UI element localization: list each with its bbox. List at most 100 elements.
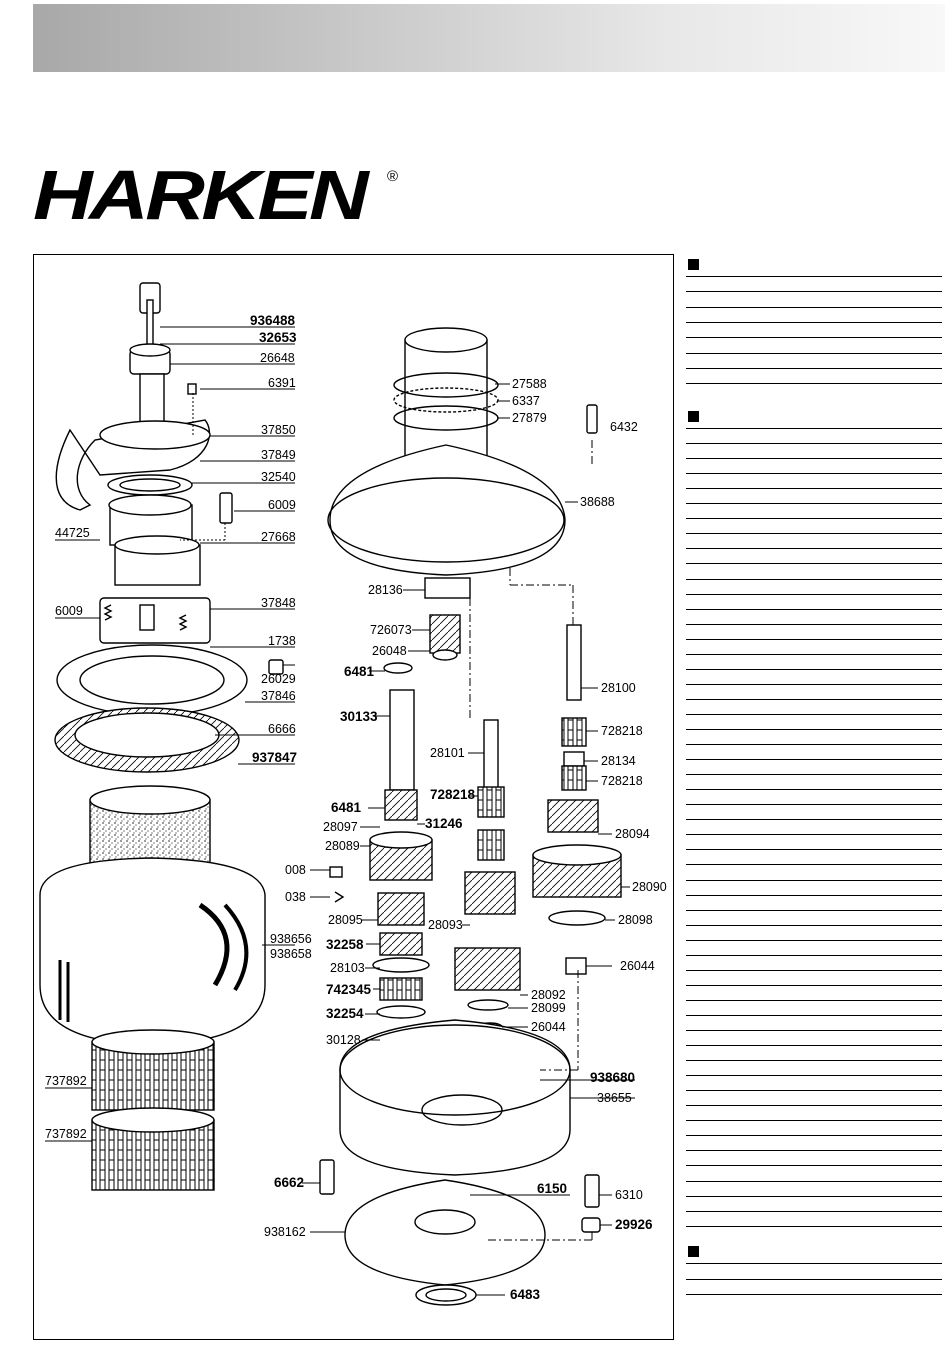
part-label: 28092 xyxy=(531,988,566,1002)
list-row-rule xyxy=(686,759,942,761)
header-band xyxy=(33,4,945,72)
list-row-rule xyxy=(686,1165,942,1167)
list-row-rule xyxy=(686,533,942,535)
part-label: 30133 xyxy=(340,709,378,724)
part-label: 31246 xyxy=(425,816,463,831)
part-label: 26044 xyxy=(531,1020,566,1034)
list-row-rule xyxy=(686,608,942,610)
part-label: 27668 xyxy=(261,530,296,544)
part-label: 737892 xyxy=(45,1127,87,1141)
part-label: 728218 xyxy=(601,774,643,788)
part-label: 37846 xyxy=(261,689,296,703)
list-row-rule xyxy=(686,954,942,956)
list-row-rule xyxy=(686,1263,942,1264)
list-row-rule xyxy=(686,638,942,640)
part-label: 28094 xyxy=(615,827,650,841)
list-row-rule xyxy=(686,458,942,460)
part-label: 28093 xyxy=(428,918,463,932)
list-row-rule xyxy=(686,819,942,821)
part-label: 038 xyxy=(285,890,306,904)
list-row-rule xyxy=(686,804,942,806)
list-row-rule xyxy=(686,849,942,851)
part-label: 28090 xyxy=(632,880,667,894)
list-row-rule xyxy=(686,548,942,550)
list-row-rule xyxy=(686,924,942,926)
list-row-rule xyxy=(686,563,942,565)
part-label: 27879 xyxy=(512,411,547,425)
part-label: 37850 xyxy=(261,423,296,437)
list-row-rule xyxy=(686,1030,942,1031)
part-label: 938658 xyxy=(270,947,312,961)
list-row-rule xyxy=(686,939,942,941)
part-label: 936488 xyxy=(250,313,296,328)
part-label: 6483 xyxy=(510,1287,541,1302)
list-row-rule xyxy=(686,668,942,670)
list-row-rule xyxy=(686,969,942,971)
part-label: 28136 xyxy=(368,583,403,597)
gearbox-assembly xyxy=(319,327,622,1306)
list-row-rule xyxy=(686,698,942,700)
part-label: 38655 xyxy=(597,1091,632,1105)
registered-mark: ® xyxy=(387,168,399,185)
part-label: 938656 xyxy=(270,932,312,946)
list-row-rule xyxy=(686,1075,942,1077)
list-row-rule xyxy=(686,291,942,293)
part-label: 28103 xyxy=(330,961,365,975)
harken-logo: HARKEN ® xyxy=(33,160,413,230)
part-label: 27588 xyxy=(512,377,547,391)
list-row-rule xyxy=(686,1105,942,1107)
list-row-rule xyxy=(686,1014,942,1016)
list-row-rule xyxy=(686,1120,942,1122)
logo-wordmark: HARKEN xyxy=(33,156,369,234)
list-row-rule xyxy=(686,909,942,911)
list-row-rule xyxy=(686,518,942,520)
list-row-rule xyxy=(686,774,942,776)
part-label: 32653 xyxy=(259,330,297,345)
part-label: 32540 xyxy=(261,470,296,484)
list-row-rule xyxy=(686,1135,942,1137)
part-label: 6481 xyxy=(344,664,375,679)
alignment-lines xyxy=(469,440,593,1241)
list-row-rule xyxy=(686,789,942,791)
part-label: 26044 xyxy=(620,959,655,973)
part-label: 6150 xyxy=(537,1181,567,1196)
list-row-rule xyxy=(686,473,942,475)
list-row-rule xyxy=(686,337,942,339)
part-label: 28099 xyxy=(531,1001,566,1015)
part-label: 6432 xyxy=(610,420,638,434)
list-row-rule xyxy=(686,1210,942,1212)
list-row-rule xyxy=(686,999,942,1001)
part-label: 6481 xyxy=(331,800,362,815)
part-label: 44725 xyxy=(55,526,90,540)
list-row-rule xyxy=(686,306,942,308)
part-label: 37849 xyxy=(261,448,296,462)
part-label: 737892 xyxy=(45,1074,87,1088)
part-label: 38688 xyxy=(580,495,615,509)
part-label: 28097 xyxy=(323,820,358,834)
part-label: 6009 xyxy=(55,604,83,618)
drum-assembly xyxy=(39,282,284,1191)
part-label: 28098 xyxy=(618,913,653,927)
part-label: 726073 xyxy=(370,623,412,637)
list-row-rule xyxy=(686,1150,942,1152)
list-row-rule xyxy=(686,894,942,896)
part-label: 28100 xyxy=(601,681,636,695)
part-label: 6009 xyxy=(268,498,296,512)
list-row-rule xyxy=(686,593,942,595)
part-label: 30128 xyxy=(326,1033,361,1047)
list-row-rule xyxy=(686,321,942,323)
part-label: 938680 xyxy=(590,1070,635,1085)
list-row-rule xyxy=(686,352,942,354)
part-label: 26029 xyxy=(261,672,296,686)
list-row-rule xyxy=(686,443,942,445)
part-label: 742345 xyxy=(326,982,372,997)
part-label: 728218 xyxy=(601,724,643,738)
part-label: 28089 xyxy=(325,839,360,853)
part-label: 37848 xyxy=(261,596,296,610)
list-row-rule xyxy=(686,879,942,881)
part-label: 28101 xyxy=(430,746,465,760)
list-row-rule xyxy=(686,1180,942,1182)
leader-lines xyxy=(45,326,635,1296)
